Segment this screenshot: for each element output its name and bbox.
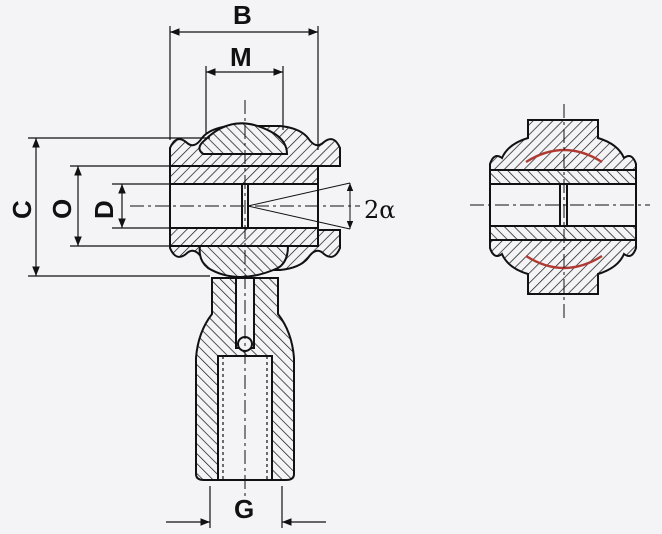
angle-lines [247,182,354,230]
label-b: B [233,0,252,30]
inner-ring-top [169,165,319,185]
label-g: G [234,494,254,524]
housing-top [198,122,289,155]
label-o: O [47,199,77,219]
label-d: D [89,200,119,219]
housing-bottom [198,245,290,278]
bearing-inner-top [489,169,637,185]
label-angle: 2α [364,196,395,224]
centre-lines-right [470,104,650,318]
dimension-lines [28,26,326,528]
centre-lines-left [130,100,360,500]
bearing-housing-top [489,119,637,175]
label-c: C [7,200,37,219]
rod-end-left-view [169,122,341,481]
inner-ring-bottom [169,227,319,247]
bearing-inner-bottom [489,225,637,241]
label-m: M [230,42,252,72]
bearing-housing-bottom [489,237,637,295]
